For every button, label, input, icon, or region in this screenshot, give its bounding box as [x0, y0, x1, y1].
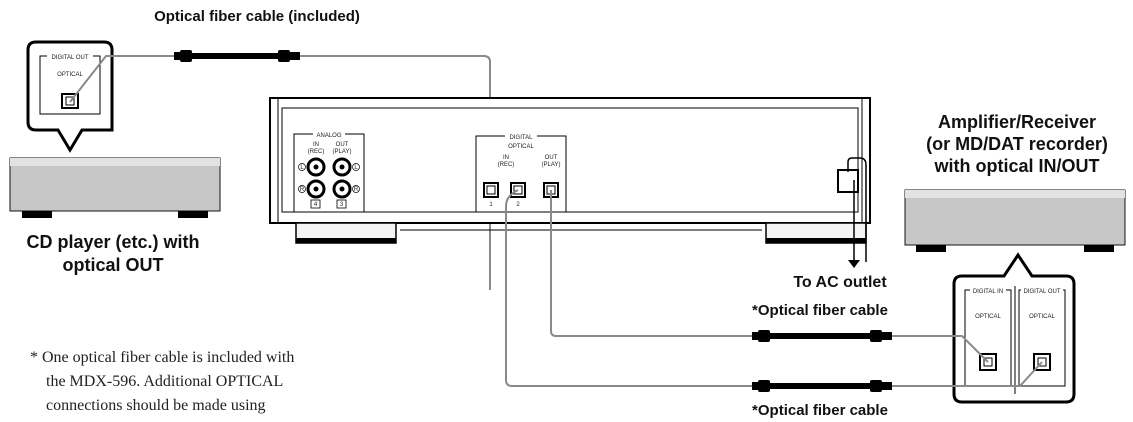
amp-callout: DIGITAL IN DIGITAL OUT OPTICAL OPTICAL	[952, 252, 1076, 404]
amp-label-line3: with optical IN/OUT	[934, 156, 1100, 176]
ch-right-label-2: R	[354, 187, 359, 193]
cable-cd-to-plug	[69, 55, 174, 103]
cable-amp-out-to-plug	[892, 361, 1043, 387]
cd-player-label-line2: optical OUT	[62, 255, 163, 275]
digital-optical-label: OPTICAL	[508, 144, 534, 150]
ch-right-label-1: R	[300, 187, 305, 193]
optical-in-1-jack	[483, 182, 499, 198]
amp-label-line1: Amplifier/Receiver	[938, 112, 1096, 132]
cable-plug-to-deck-in1	[300, 55, 491, 290]
cd-player-label-line1: CD player (etc.) with	[26, 232, 199, 252]
analog-num-3: 3	[340, 202, 344, 208]
mid-cable-plugs	[752, 330, 892, 342]
cable-deck-out-to-plug	[550, 190, 752, 337]
cable-bottom-label: *Optical fiber cable	[752, 402, 888, 419]
ch-left-label-1: L	[300, 165, 304, 171]
cd-player-callout: DIGITAL OUT OPTICAL	[26, 40, 114, 153]
digital-out-label: OUT	[545, 155, 558, 161]
cd-player	[9, 157, 221, 218]
cable-top-label: Optical fiber cable (included)	[154, 8, 360, 25]
footnote-line1: * One optical fiber cable is included wi…	[30, 349, 294, 366]
cable-plug-to-deck-in2	[505, 189, 752, 387]
digital-in-sub-label: (REC)	[498, 162, 515, 168]
ch-left-label-2: L	[354, 165, 358, 171]
ac-outlet-label: To AC outlet	[793, 274, 887, 291]
port-1-label: 1	[489, 202, 493, 208]
minidisc-deck	[269, 97, 871, 244]
analog-panel: ANALOG IN (REC) OUT (PLAY) L L R R 4 3	[293, 130, 365, 213]
digital-label: DIGITAL	[510, 135, 534, 141]
power-cord	[837, 157, 867, 268]
analog-out-label: OUT	[336, 142, 349, 148]
amp-digital-out-label: DIGITAL OUT	[1023, 289, 1060, 295]
analog-in-sub-label: (REC)	[308, 149, 325, 155]
amplifier	[904, 189, 1126, 252]
digital-out-sub-label: (PLAY)	[542, 162, 561, 168]
digital-in-label: IN	[503, 155, 509, 161]
amp-optical-in-label: OPTICAL	[975, 314, 1001, 320]
amp-digital-in-label: DIGITAL IN	[973, 289, 1003, 295]
analog-num-4: 4	[314, 202, 318, 208]
analog-label: ANALOG	[316, 133, 341, 139]
amp-label-line2: (or MD/DAT recorder)	[926, 134, 1108, 154]
footnote-line3: connections should be made using	[46, 397, 266, 414]
bottom-cable-plugs	[752, 380, 892, 392]
cd-optical-label: OPTICAL	[57, 72, 83, 78]
cable-mid-label: *Optical fiber cable	[752, 302, 888, 319]
amp-optical-out-label: OPTICAL	[1029, 314, 1055, 320]
top-cable-plugs	[174, 50, 300, 62]
cable-plug-to-amp-in	[892, 335, 989, 363]
port-2-label: 2	[516, 202, 520, 208]
analog-in-label: IN	[313, 142, 319, 148]
footnote-line2: the MDX-596. Additional OPTICAL	[46, 373, 283, 390]
analog-out-sub-label: (PLAY)	[333, 149, 352, 155]
cd-digital-out-label: DIGITAL OUT	[51, 55, 88, 61]
